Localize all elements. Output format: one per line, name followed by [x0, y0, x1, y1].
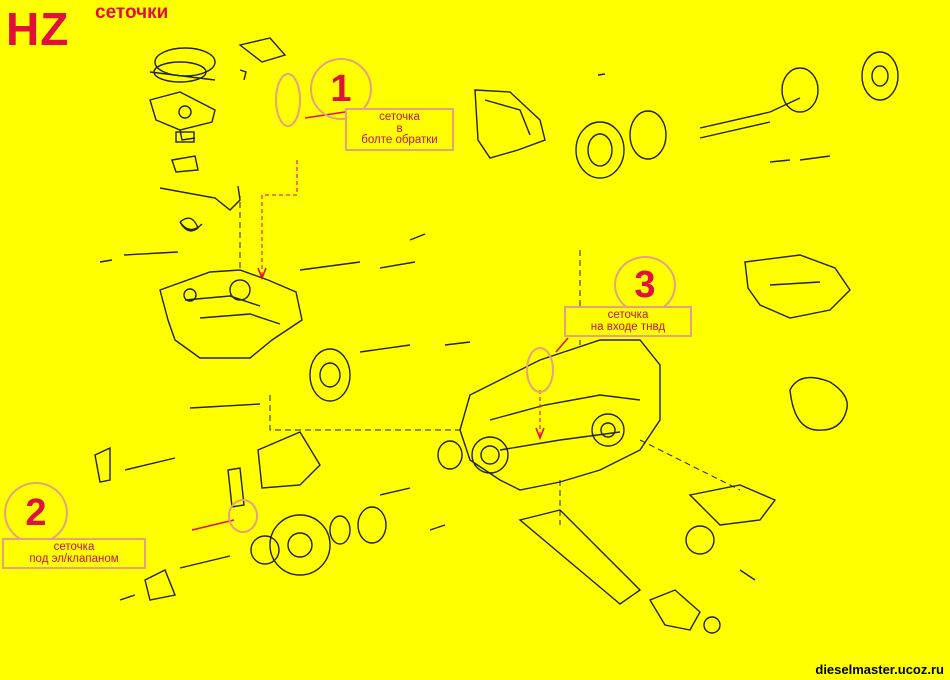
- marker-1-number: 1: [310, 58, 372, 120]
- marker-1-label-line: сеточка: [379, 111, 420, 123]
- marker-2-label-line: под эл/клапаном: [29, 552, 119, 565]
- inlet-port: [471, 436, 509, 474]
- lever-part: [238, 37, 287, 63]
- drive-gear: [575, 121, 625, 179]
- page-subtitle: сеточки: [95, 2, 169, 23]
- plate-part: [149, 91, 216, 131]
- watermark: dieselmaster.ucoz.ru: [815, 662, 944, 677]
- marker-3-label: сеточка на входе тнвд: [564, 306, 692, 337]
- marker-1-label-line: болте обратки: [361, 134, 438, 146]
- head-plate: [269, 514, 331, 576]
- pump-housing: [459, 339, 661, 491]
- marker-2-ring: [228, 499, 258, 533]
- marker-1-label: сеточка в болте обратки: [345, 108, 454, 151]
- governor-cover: [159, 269, 303, 359]
- solenoid-body: [227, 467, 245, 508]
- bracket-part: [159, 185, 241, 211]
- spring-clip: [789, 376, 848, 431]
- marker-3-label-line: на входе тнвд: [590, 320, 666, 333]
- drive-shaft: [699, 97, 801, 129]
- marker-2-number: 2: [4, 482, 68, 544]
- marker-1-ring: [275, 73, 301, 127]
- marker-1-label-line: в: [396, 122, 403, 135]
- page-title: HZ: [6, 3, 70, 55]
- marker-3-label-line: сеточка: [607, 309, 649, 321]
- marker-2-label-line: сеточка: [53, 541, 95, 553]
- marker-3-ring: [526, 347, 554, 393]
- marker-2-label: сеточка под эл/клапаном: [2, 538, 146, 569]
